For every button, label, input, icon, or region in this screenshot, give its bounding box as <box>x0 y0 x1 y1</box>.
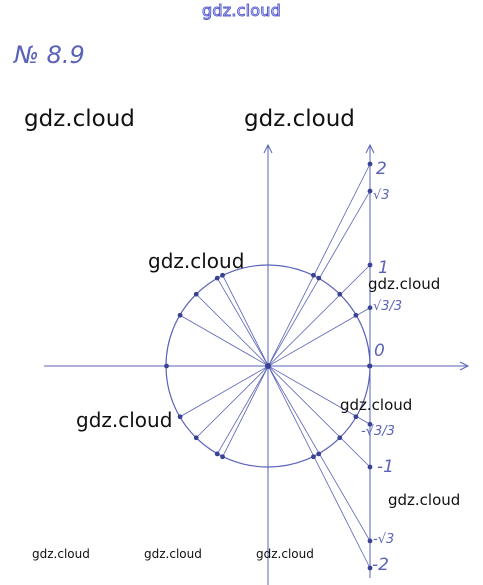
tangent-point <box>367 305 373 311</box>
watermark-large-center: gdz.cloud <box>244 106 355 132</box>
circle-point <box>177 414 183 420</box>
watermark-top: gdz.cloud <box>202 1 282 21</box>
problem-number: № 8.9 <box>12 41 85 69</box>
origin-point <box>265 363 271 369</box>
watermark-medium-right2: gdz.cloud <box>340 396 413 414</box>
ray-line <box>222 275 371 569</box>
tangent-point <box>367 464 373 470</box>
coordinate-axes <box>44 143 470 585</box>
x-axis-arrow <box>459 361 470 371</box>
circle-point <box>353 414 359 420</box>
circle-point <box>214 451 220 457</box>
circle-point <box>193 435 199 441</box>
watermark-large-left: gdz.cloud <box>24 106 135 132</box>
watermark-medium-right3: gdz.cloud <box>388 491 461 509</box>
watermark-medium-right: gdz.cloud <box>368 275 441 293</box>
circle-point <box>353 312 359 318</box>
tangent-point <box>367 262 373 268</box>
tan-label-0: 0 <box>374 341 385 361</box>
circle-point <box>177 312 183 318</box>
tan-label-neg-sqrt3: -√3 <box>373 532 394 547</box>
tan-label-neg-1: -1 <box>377 457 394 477</box>
circle-point <box>220 272 225 278</box>
tangent-labels: 2 √3 1 √3/3 0 -√3/3 -1 -√3 -2 <box>361 159 402 575</box>
circle-point <box>311 454 316 460</box>
circle-point <box>316 451 322 457</box>
tangent-points <box>367 161 373 571</box>
circle-point <box>214 275 220 281</box>
watermark-small-3: gdz.cloud <box>256 547 314 561</box>
circle-point <box>193 291 199 297</box>
tangent-point <box>367 188 373 194</box>
watermark-large-mid: gdz.cloud <box>148 249 245 273</box>
tangent-point <box>367 161 373 167</box>
circle-point <box>311 272 316 278</box>
watermark-small-2: gdz.cloud <box>144 547 202 561</box>
tangent-axis-arrow <box>365 143 375 154</box>
circle-point <box>337 291 343 297</box>
tan-label-neg-sqrt3-3: -√3/3 <box>361 424 395 439</box>
ray-line <box>216 190 371 455</box>
tan-label-neg-2: -2 <box>372 555 389 575</box>
tangent-point <box>367 363 373 369</box>
circle-point <box>220 454 225 460</box>
tan-label-2: 2 <box>376 159 387 179</box>
ray-line <box>195 293 371 468</box>
tan-label-sqrt3-3: √3/3 <box>373 299 402 314</box>
y-axis-arrow <box>263 143 273 154</box>
watermark-small-1: gdz.cloud <box>32 547 90 561</box>
ray-line <box>179 307 371 418</box>
tan-label-1: 1 <box>378 258 389 278</box>
tangent-point <box>367 538 373 544</box>
circle-point <box>164 363 169 369</box>
circle-point <box>316 275 322 281</box>
ray-line <box>222 163 371 457</box>
watermark-large-lower: gdz.cloud <box>76 408 173 432</box>
ray-line <box>216 277 371 542</box>
ray-line <box>179 314 371 425</box>
circle-point <box>337 435 343 441</box>
tan-label-sqrt3: √3 <box>373 188 390 203</box>
tangent-point <box>367 421 373 427</box>
tangent-point <box>367 565 373 571</box>
